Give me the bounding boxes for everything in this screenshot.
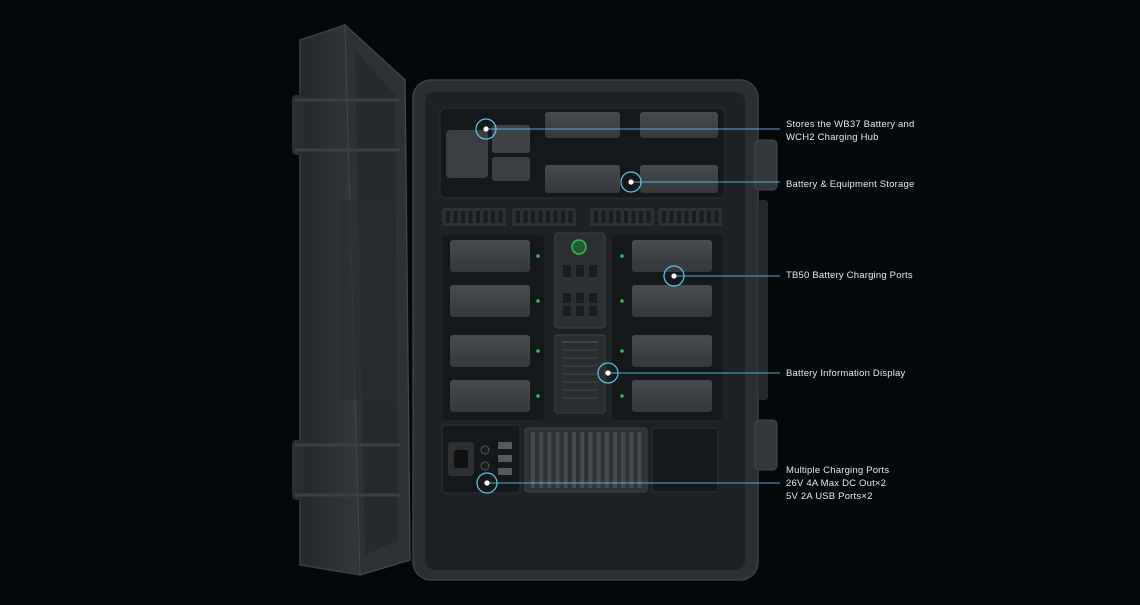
vent-slot <box>491 211 495 223</box>
heatsink-fin <box>580 432 585 488</box>
vent-slot <box>516 211 520 223</box>
vent-slot <box>714 211 719 223</box>
heatsink-fin <box>613 432 617 488</box>
callout-ring <box>475 118 497 140</box>
vent-slot <box>594 211 598 223</box>
vent-slot <box>684 211 689 223</box>
callout-layer <box>475 118 780 494</box>
callout-dot <box>671 273 677 279</box>
battery-info-sticker <box>554 334 606 414</box>
control-panel <box>554 232 606 329</box>
callout-dot <box>483 126 489 132</box>
vent-slot <box>531 211 535 223</box>
vent-slot <box>446 211 450 223</box>
right-battery-bays <box>612 235 722 420</box>
vent-slot <box>609 211 613 223</box>
vent-slot <box>476 211 480 223</box>
vent-slot <box>662 211 666 223</box>
vent-slot <box>616 211 621 223</box>
vent-slot <box>538 211 543 223</box>
heatsink-fin <box>604 432 609 488</box>
heatsink-fin <box>531 432 535 488</box>
heatsink-fin <box>563 432 568 488</box>
vent-slot <box>646 211 651 223</box>
heatsink-fin <box>547 432 552 488</box>
callout-label-wb37-storage: Stores the WB37 Battery and WCH2 Chargin… <box>786 119 915 143</box>
vent-slots <box>446 211 719 223</box>
callout-ring <box>663 265 685 287</box>
callout-ring <box>476 472 498 494</box>
left-battery-bays <box>442 235 544 420</box>
vent-slot <box>677 211 681 223</box>
status-led <box>620 254 624 258</box>
vent-slot <box>669 211 674 223</box>
callout-ring <box>597 362 619 384</box>
callout-label-info-display: Battery Information Display <box>786 368 906 379</box>
vent-slot <box>561 211 565 223</box>
vent-slot <box>639 211 643 223</box>
vent-slot <box>568 211 573 223</box>
vent-slot <box>453 211 458 223</box>
heatsink-fin <box>637 432 642 488</box>
vent-slot <box>461 211 465 223</box>
callout-label-tb50-ports: TB50 Battery Charging Ports <box>786 270 913 281</box>
callout-dot <box>484 480 490 486</box>
status-led <box>620 349 624 353</box>
status-led <box>536 394 540 398</box>
vent-slot <box>707 211 711 223</box>
vent-slot <box>498 211 503 223</box>
vent-slot <box>631 211 636 223</box>
vent-slot <box>523 211 528 223</box>
case-lid <box>292 23 411 576</box>
vent-slot <box>483 211 488 223</box>
callout-dot <box>628 179 634 185</box>
vent-row <box>442 208 722 226</box>
heatsink-fin <box>629 432 634 488</box>
vent-slot <box>546 211 550 223</box>
vent-slot <box>692 211 696 223</box>
callout-dot <box>605 370 611 376</box>
heatsink-fin <box>596 432 601 488</box>
heatsink-fin <box>555 432 560 488</box>
status-led <box>536 299 540 303</box>
status-led <box>620 394 624 398</box>
heatsink-fins <box>531 432 642 488</box>
vent-slot <box>624 211 628 223</box>
status-led <box>536 349 540 353</box>
callout-label-charging-ports: Multiple Charging Ports 26V 4A Max DC Ou… <box>786 465 890 502</box>
status-leds <box>536 254 624 398</box>
status-led <box>536 254 540 258</box>
heatsink-fin <box>621 432 626 488</box>
vent-slot <box>553 211 558 223</box>
callout-label-equipment-storage: Battery & Equipment Storage <box>786 179 915 190</box>
vent-slot <box>601 211 606 223</box>
top-storage-compartment <box>439 107 726 199</box>
heatsink-fin <box>572 432 576 488</box>
vent-slot <box>699 211 704 223</box>
vent-slot <box>468 211 473 223</box>
heatsink-fin <box>539 432 544 488</box>
heatsink-fin <box>588 432 593 488</box>
callout-ring <box>620 171 642 193</box>
status-led <box>620 299 624 303</box>
